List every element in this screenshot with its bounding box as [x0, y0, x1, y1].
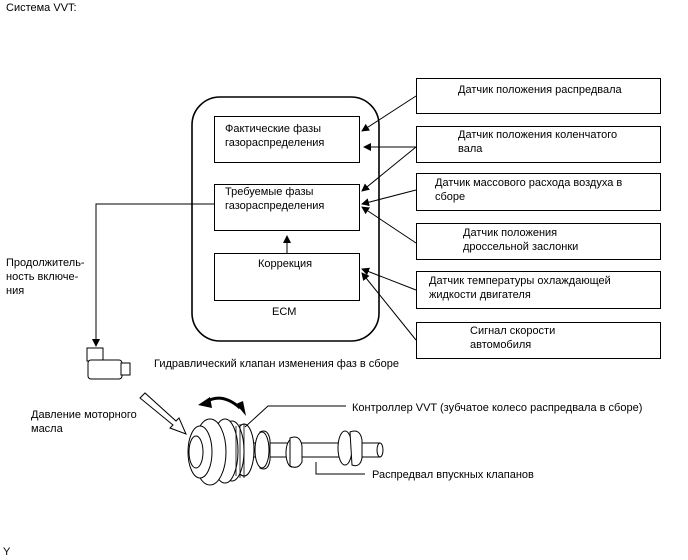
arrow-coolant-sensor	[361, 267, 417, 291]
duty-label-line3: ния	[6, 285, 25, 297]
arrow-throttle-sensor	[361, 206, 417, 244]
sensor-arrows	[92, 95, 417, 347]
correction-block: Коррекция	[214, 253, 360, 301]
diagram-title: Система VVT:	[6, 2, 77, 14]
duty-label-line2: ность включе-	[6, 271, 79, 283]
sensor-crankshaft-position: Датчик положения коленчатого вала	[416, 126, 661, 163]
oil-pressure-line2: масла	[31, 423, 63, 435]
sensor-label-line2: вала	[458, 143, 483, 155]
sensor-label-line1: Датчик положения коленчатого	[458, 129, 618, 141]
arrow-crank-to-target	[361, 146, 417, 192]
target-timing-line2: газораспределения	[225, 200, 325, 212]
rotation-arrow-left-icon	[198, 397, 212, 408]
sensor-label-line2: автомобиля	[470, 339, 532, 351]
leader-vvt-controller	[244, 405, 346, 428]
corner-mark: Y	[3, 546, 11, 558]
leader-camshaft	[315, 462, 365, 475]
correction-label: Коррекция	[258, 258, 313, 270]
sensor-vehicle-speed: Сигнал скорости автомобиля	[416, 322, 661, 359]
ecm-label: ECM	[272, 306, 297, 318]
sensor-label-line1: Датчик температуры охлаждающей	[429, 275, 611, 287]
ocv-label: Гидравлический клапан изменения фаз в сб…	[154, 358, 399, 370]
sensor-label-line1: Датчик положения распредвала	[458, 84, 622, 96]
target-timing-block: Требуемые фазы газораспределения	[214, 184, 360, 231]
arrow-speed-signal	[361, 272, 417, 341]
camshaft-label: Распредвал впускных клапанов	[372, 469, 534, 481]
camshaft-drawing	[249, 430, 384, 470]
oil-pressure-arrow-icon	[139, 392, 187, 435]
leader-lines	[244, 405, 365, 475]
actual-timing-block: Фактические фазы газораспределения	[214, 116, 360, 163]
sensor-coolant-temperature: Датчик температуры охлаждающей жидкости …	[416, 271, 661, 309]
actual-timing-line2: газораспределения	[225, 137, 325, 149]
sensor-label-line1: Датчик положения	[463, 227, 558, 239]
ocv-valve-icon	[86, 347, 131, 380]
oil-pressure-line1: Давление моторного	[31, 409, 137, 421]
sensor-label-line1: Сигнал скорости	[470, 325, 556, 337]
arrow-camshaft-sensor	[361, 95, 417, 132]
ecm-outline	[191, 96, 380, 342]
target-timing-line1: Требуемые фазы	[225, 186, 314, 198]
sensor-throttle-position: Датчик положения дроссельной заслонки	[416, 223, 661, 260]
rotation-arrow-right-icon	[236, 401, 246, 416]
actual-timing-line1: Фактические фазы	[225, 123, 322, 135]
vvt-controller-sprocket-icon	[187, 418, 255, 486]
arrow-maf-sensor	[361, 189, 417, 207]
arrow-target-to-ocv	[92, 203, 214, 347]
sensor-mass-air-flow: Датчик массового расхода воздуха в сборе	[416, 173, 661, 211]
sensor-label-line1: Датчик массового расхода воздуха в	[435, 177, 623, 189]
sensor-camshaft-position: Датчик положения распредвала	[416, 78, 661, 114]
sensor-label-line2: жидкости двигателя	[429, 289, 531, 301]
sensor-label-line2: дроссельной заслонки	[463, 241, 579, 253]
sensor-label-line2: сборе	[435, 191, 466, 203]
vvt-controller-label: Контроллер VVT (зубчатое колесо распредв…	[352, 402, 643, 414]
duty-label-line1: Продолжитель-	[6, 257, 85, 269]
